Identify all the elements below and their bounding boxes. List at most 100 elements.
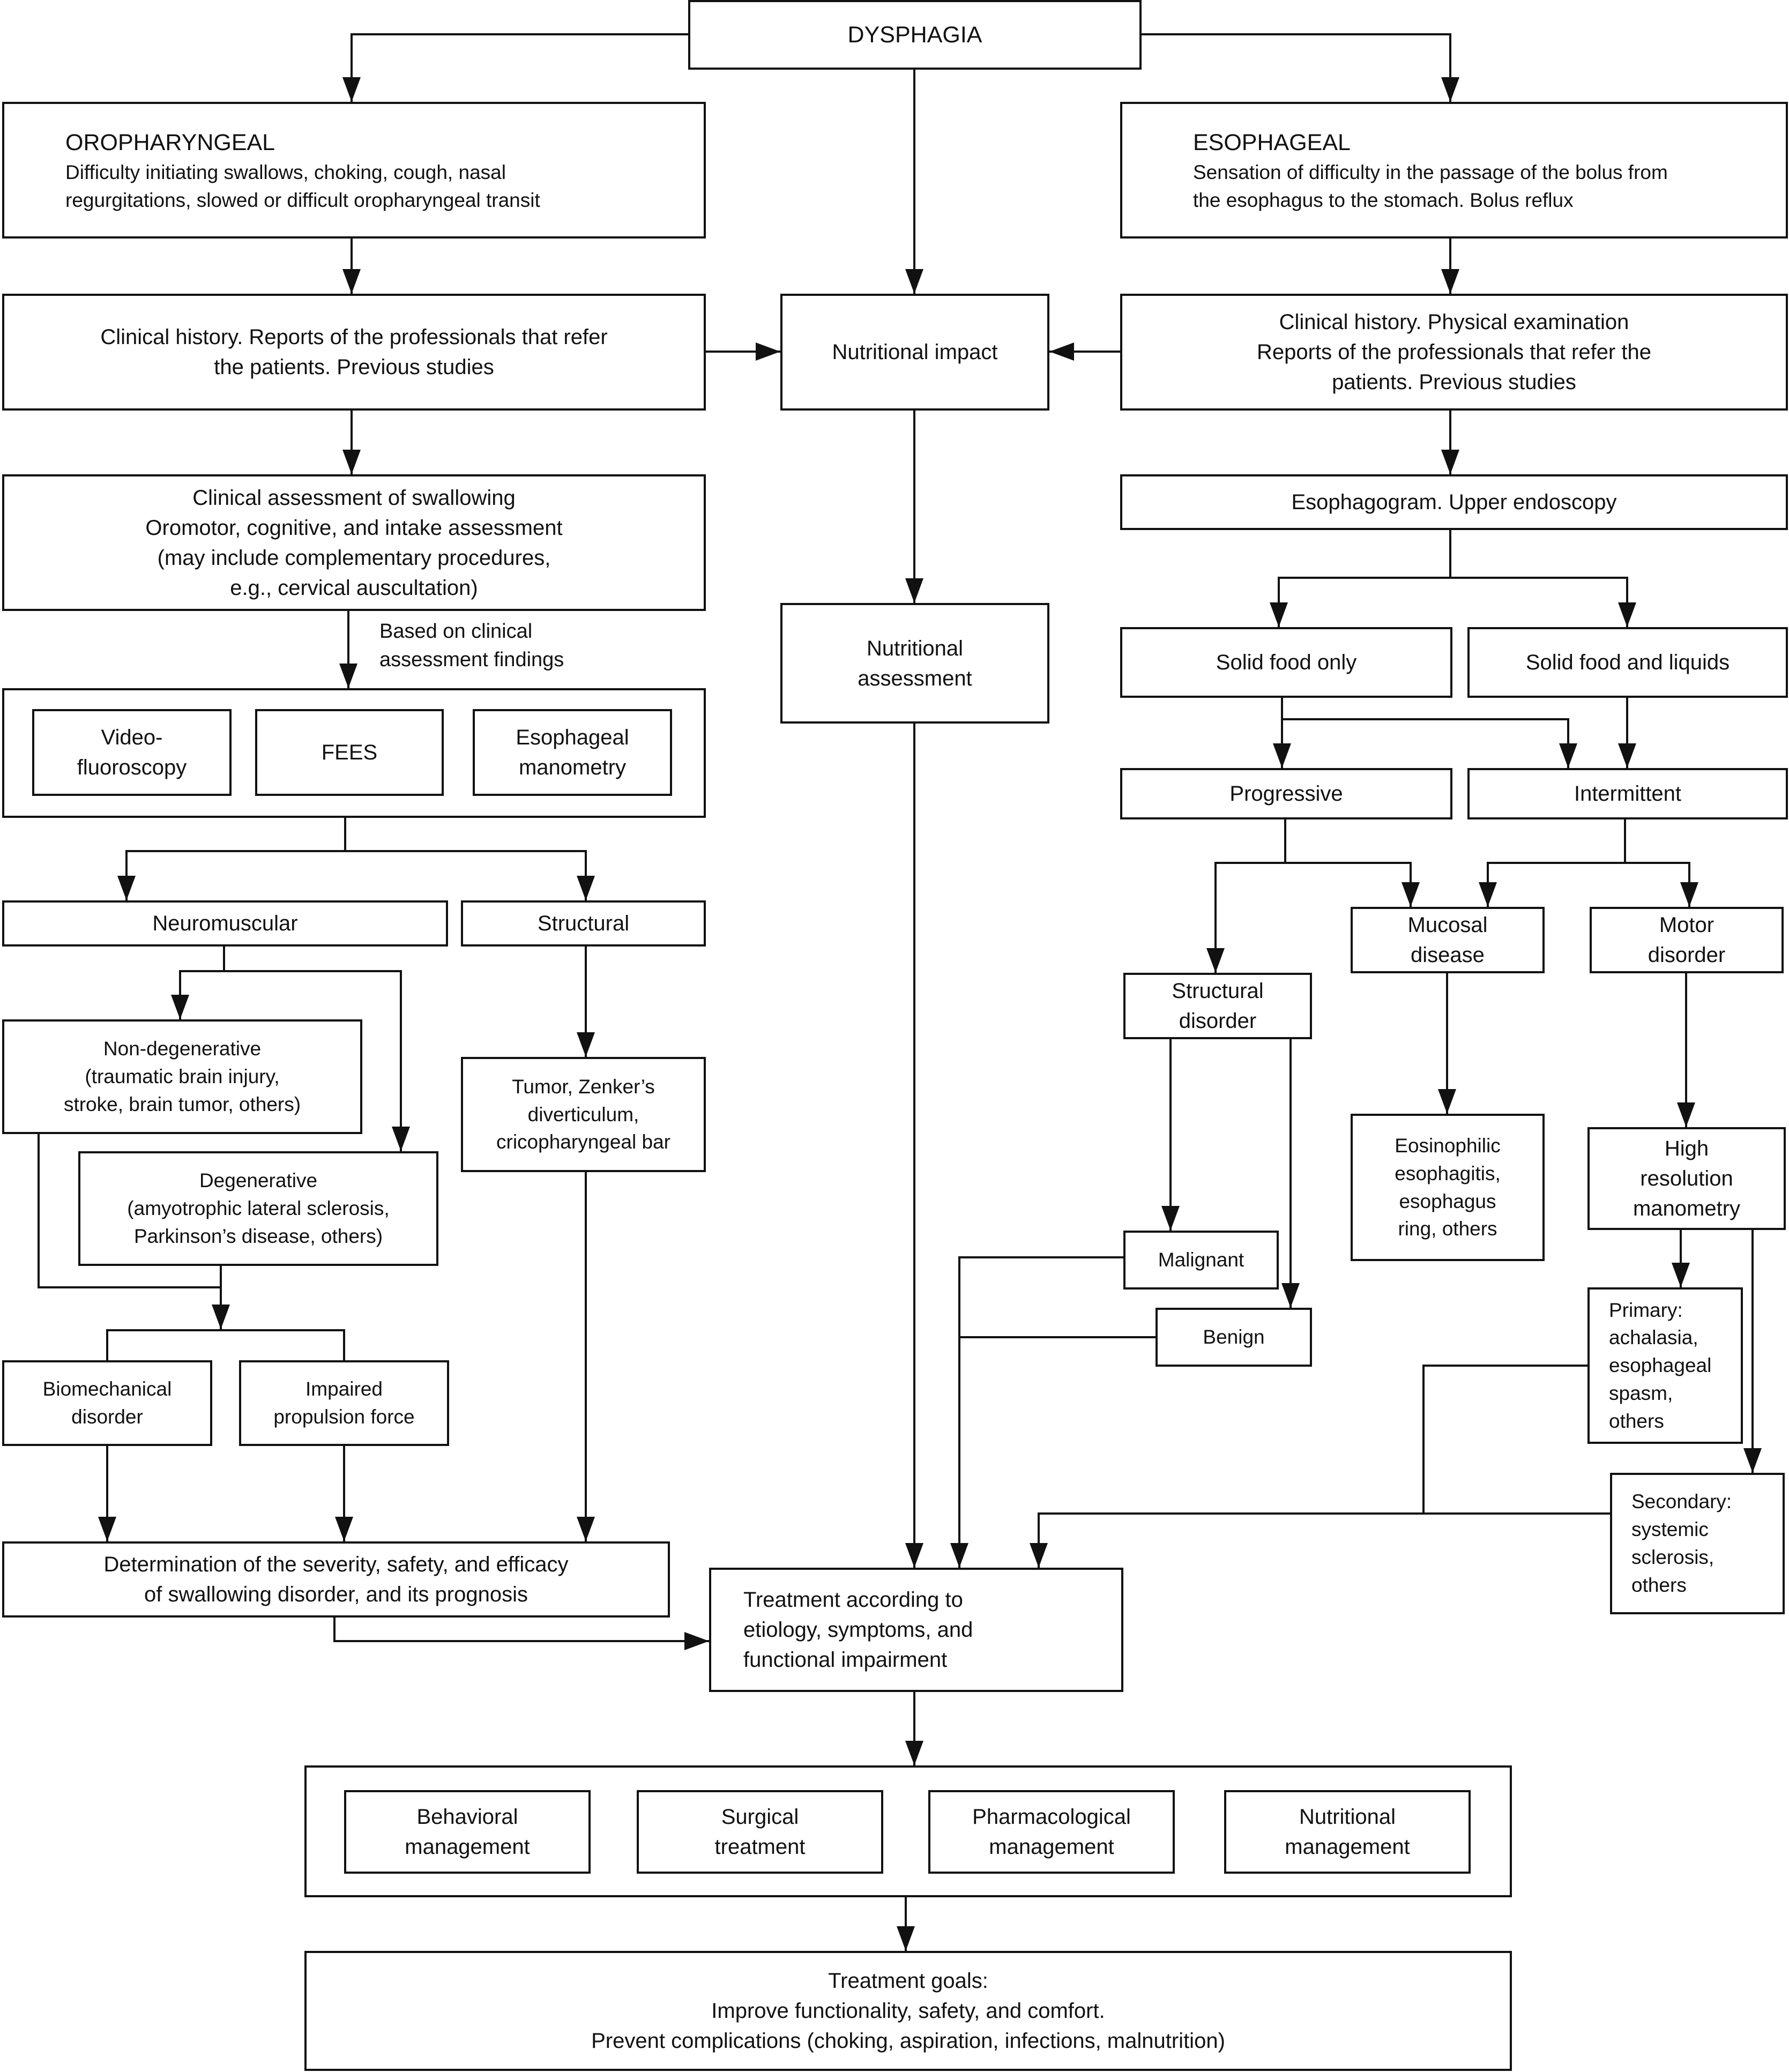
arrowhead-25 xyxy=(1049,342,1074,361)
benign-box: Benign xyxy=(1156,1308,1312,1367)
structural-box: Structural xyxy=(461,900,706,946)
arrowhead-7 xyxy=(339,664,357,688)
arrowhead-10 xyxy=(171,995,189,1019)
connector-line-19 xyxy=(333,1618,709,1642)
esophageal-history-text: Clinical history. Physical examination R… xyxy=(1257,310,1651,394)
connector-line-42 xyxy=(958,1256,1123,1568)
determination-text: Determination of the severity, safety, a… xyxy=(103,1553,569,1606)
structural-label: Structural xyxy=(537,912,630,935)
arrowhead-5 xyxy=(756,342,780,361)
arrowhead-37 xyxy=(1281,1283,1300,1308)
mucosal-disease-text: Mucosal disease xyxy=(1407,913,1488,967)
oropharyngeal-history-box: Clinical history. Reports of the profess… xyxy=(2,294,706,411)
connector-line-28 xyxy=(1450,577,1628,627)
structural-disorder-box: Structural disorder xyxy=(1123,973,1312,1039)
surgical-treatment-text: Surgical treatment xyxy=(714,1805,806,1859)
arrowhead-13 xyxy=(212,1305,230,1329)
arrowhead-34 xyxy=(1479,882,1497,907)
arrowhead-32 xyxy=(1206,948,1225,973)
clinical-assessment-box: Clinical assessment of swallowing Oromot… xyxy=(2,474,706,611)
treatment-goals-box: Treatment goals: Improve functionality, … xyxy=(304,1951,1512,2071)
arrowhead-8 xyxy=(117,876,136,900)
intermittent-label: Intermittent xyxy=(1574,782,1682,806)
arrowhead-41 xyxy=(1743,1448,1762,1473)
arrowhead-24 xyxy=(1441,269,1459,294)
arrowhead-18 xyxy=(577,1517,595,1541)
connector-line-35 xyxy=(1625,862,1690,907)
secondary-box: Secondary: systemic sclerosis, others xyxy=(1610,1473,1785,1614)
hrm-box: High resolution manometry xyxy=(1587,1127,1786,1230)
solid-only-box: Solid food only xyxy=(1120,627,1452,698)
arrowhead-26 xyxy=(1441,450,1459,474)
eosinophilic-text: Eosinophilic esophagitis, esophagus ring… xyxy=(1395,1134,1501,1240)
connector-line-44 xyxy=(1038,1365,1587,1568)
primary-text: Primary: achalasia, esophageal spasm, ot… xyxy=(1609,1299,1712,1432)
neuromuscular-label: Neuromuscular xyxy=(152,912,298,935)
arrowhead-38 xyxy=(1438,1089,1456,1114)
nutritional-assessment-text: Nutritional assessment xyxy=(858,636,972,690)
esophagogram-box: Esophagogram. Upper endoscopy xyxy=(1120,474,1788,530)
determination-box: Determination of the severity, safety, a… xyxy=(2,1541,670,1618)
impaired-propulsion-box: Impaired propulsion force xyxy=(239,1360,449,1446)
structural-causes-box: Tumor, Zenker’s diverticulum, cricophary… xyxy=(461,1057,706,1172)
arrowhead-17 xyxy=(335,1517,353,1541)
arrowhead-33 xyxy=(1402,882,1420,907)
arrowhead-6 xyxy=(342,450,361,474)
connector-line-2 xyxy=(1142,33,1451,102)
arrowhead-39 xyxy=(1677,1102,1695,1127)
arrowhead-9 xyxy=(577,876,595,900)
arrowhead-4 xyxy=(342,269,361,294)
structural-causes-text: Tumor, Zenker’s diverticulum, cricophary… xyxy=(496,1075,670,1153)
arrowhead-35 xyxy=(1680,882,1698,907)
arrowhead-22 xyxy=(905,1741,923,1765)
oropharyngeal-title: OROPHARYNGEAL xyxy=(65,129,275,155)
arrowhead-29 xyxy=(1273,743,1291,768)
nutritional-management-box: Nutritional management xyxy=(1224,1790,1471,1874)
arrowhead-36 xyxy=(1161,1206,1180,1231)
treatment-goals-text: Treatment goals: Improve functionality, … xyxy=(591,1969,1225,2053)
connector-line-34 xyxy=(1487,819,1626,907)
arrowhead-30 xyxy=(1559,743,1577,768)
connector-line-30 xyxy=(1282,718,1569,768)
oropharyngeal-history-text: Clinical history. Reports of the profess… xyxy=(100,325,608,379)
esophageal-box: ESOPHAGEAL Sensation of difficulty in th… xyxy=(1120,102,1788,238)
dysphagia-box: DYSPHAGIA xyxy=(688,0,1142,70)
connector-line-8 xyxy=(125,818,346,900)
biomechanical-text: Biomechanical disorder xyxy=(42,1378,172,1428)
esophageal-history-box: Clinical history. Physical examination R… xyxy=(1120,294,1788,411)
fees-label: FEES xyxy=(321,741,378,764)
arrowhead-19 xyxy=(684,1632,709,1650)
fees-box: FEES xyxy=(255,709,444,796)
connector-line-9 xyxy=(345,850,587,900)
arrowhead-11 xyxy=(392,1127,410,1151)
progressive-label: Progressive xyxy=(1229,782,1343,806)
arrowhead-1 xyxy=(342,77,361,102)
solid-liquids-label: Solid food and liquids xyxy=(1525,651,1730,674)
connector-line-10 xyxy=(179,946,225,1019)
secondary-text: Secondary: systemic sclerosis, others xyxy=(1631,1490,1732,1596)
arrowhead-12 xyxy=(577,1032,595,1057)
arrowhead-31 xyxy=(1618,743,1636,768)
connector-line-33 xyxy=(1285,862,1412,907)
clinical-assessment-text: Clinical assessment of swallowing Oromot… xyxy=(145,486,563,600)
pharmacological-management-box: Pharmacological management xyxy=(928,1790,1175,1874)
behavioral-management-box: Behavioral management xyxy=(344,1790,591,1874)
dysphagia-label: DYSPHAGIA xyxy=(847,21,982,48)
nutritional-assessment-box: Nutritional assessment xyxy=(780,603,1049,724)
neuromuscular-box: Neuromuscular xyxy=(2,900,448,946)
structural-disorder-text: Structural disorder xyxy=(1172,979,1264,1033)
nutritional-management-text: Nutritional management xyxy=(1285,1805,1410,1859)
motor-disorder-box: Motor disorder xyxy=(1590,907,1784,973)
mucosal-disease-box: Mucosal disease xyxy=(1351,907,1545,973)
connector-line-1 xyxy=(351,33,688,102)
non-degenerative-text: Non-degenerative (traumatic brain injury… xyxy=(63,1038,301,1115)
arrowhead-16 xyxy=(98,1517,116,1541)
arrowhead-20 xyxy=(905,578,923,603)
pharmacological-management-text: Pharmacological management xyxy=(972,1805,1131,1859)
primary-box: Primary: achalasia, esophageal spasm, ot… xyxy=(1587,1287,1743,1444)
solid-only-label: Solid food only xyxy=(1216,651,1357,674)
malignant-label: Malignant xyxy=(1158,1249,1244,1271)
connector-line-27 xyxy=(1278,530,1451,627)
